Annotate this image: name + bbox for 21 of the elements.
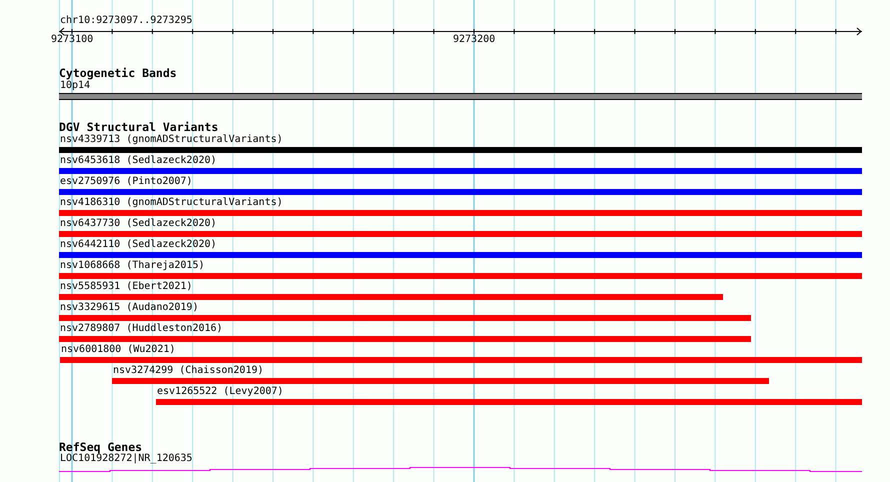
feature-label: nsv6453618 (Sedlazeck2020) bbox=[60, 155, 217, 167]
feature-label: esv2750976 (Pinto2007) bbox=[60, 176, 192, 188]
region-label: chr10:9273097..9273295 bbox=[60, 15, 192, 27]
feature-label: nsv6001800 (Wu2021) bbox=[61, 344, 176, 356]
feature-label: nsv4339713 (gnomADStructuralVariants) bbox=[60, 134, 283, 146]
feature-label: nsv1068668 (Thareja2015) bbox=[60, 260, 204, 272]
feature-label: nsv6437730 (Sedlazeck2020) bbox=[60, 218, 217, 230]
track-heading: Cytogenetic Bands bbox=[59, 67, 177, 80]
feature-label: nsv5585931 (Ebert2021) bbox=[60, 281, 192, 293]
feature-label: nsv3329615 (Audano2019) bbox=[60, 302, 198, 314]
feature-label: nsv3274299 (Chaisson2019) bbox=[113, 365, 264, 377]
feature-label: 10p14 bbox=[60, 80, 90, 92]
feature-label: nsv6442110 (Sedlazeck2020) bbox=[60, 239, 217, 251]
feature-label: esv1265522 (Levy2007) bbox=[157, 386, 284, 398]
coordinate-label: 9273100 bbox=[51, 34, 94, 46]
feature-label: LOC101928272|NR_120635 bbox=[60, 453, 192, 465]
track-heading: RefSeq Genes bbox=[59, 441, 142, 454]
feature-label: nsv2789807 (Huddleston2016) bbox=[60, 323, 223, 335]
coordinate-label: 9273200 bbox=[453, 34, 496, 46]
feature-label: nsv4186310 (gnomADStructuralVariants) bbox=[60, 197, 283, 209]
track-heading: DGV Structural Variants bbox=[59, 121, 218, 134]
